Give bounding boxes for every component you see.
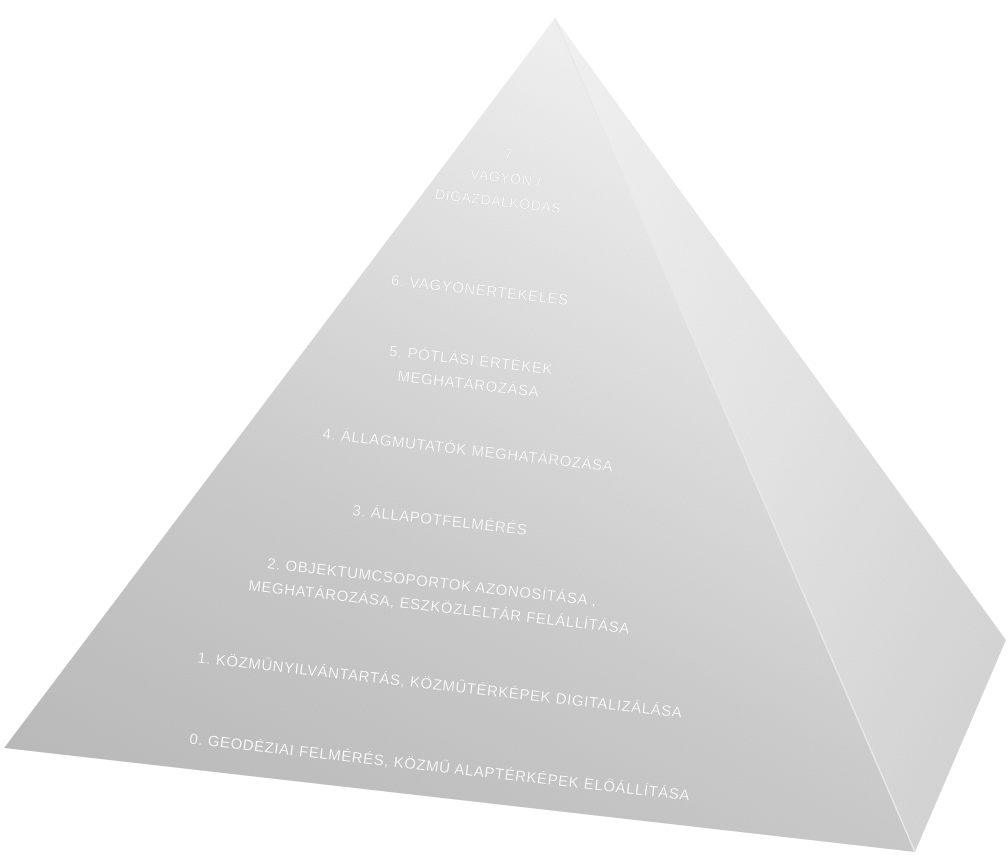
level-7-line-1: 7 [504,145,514,162]
